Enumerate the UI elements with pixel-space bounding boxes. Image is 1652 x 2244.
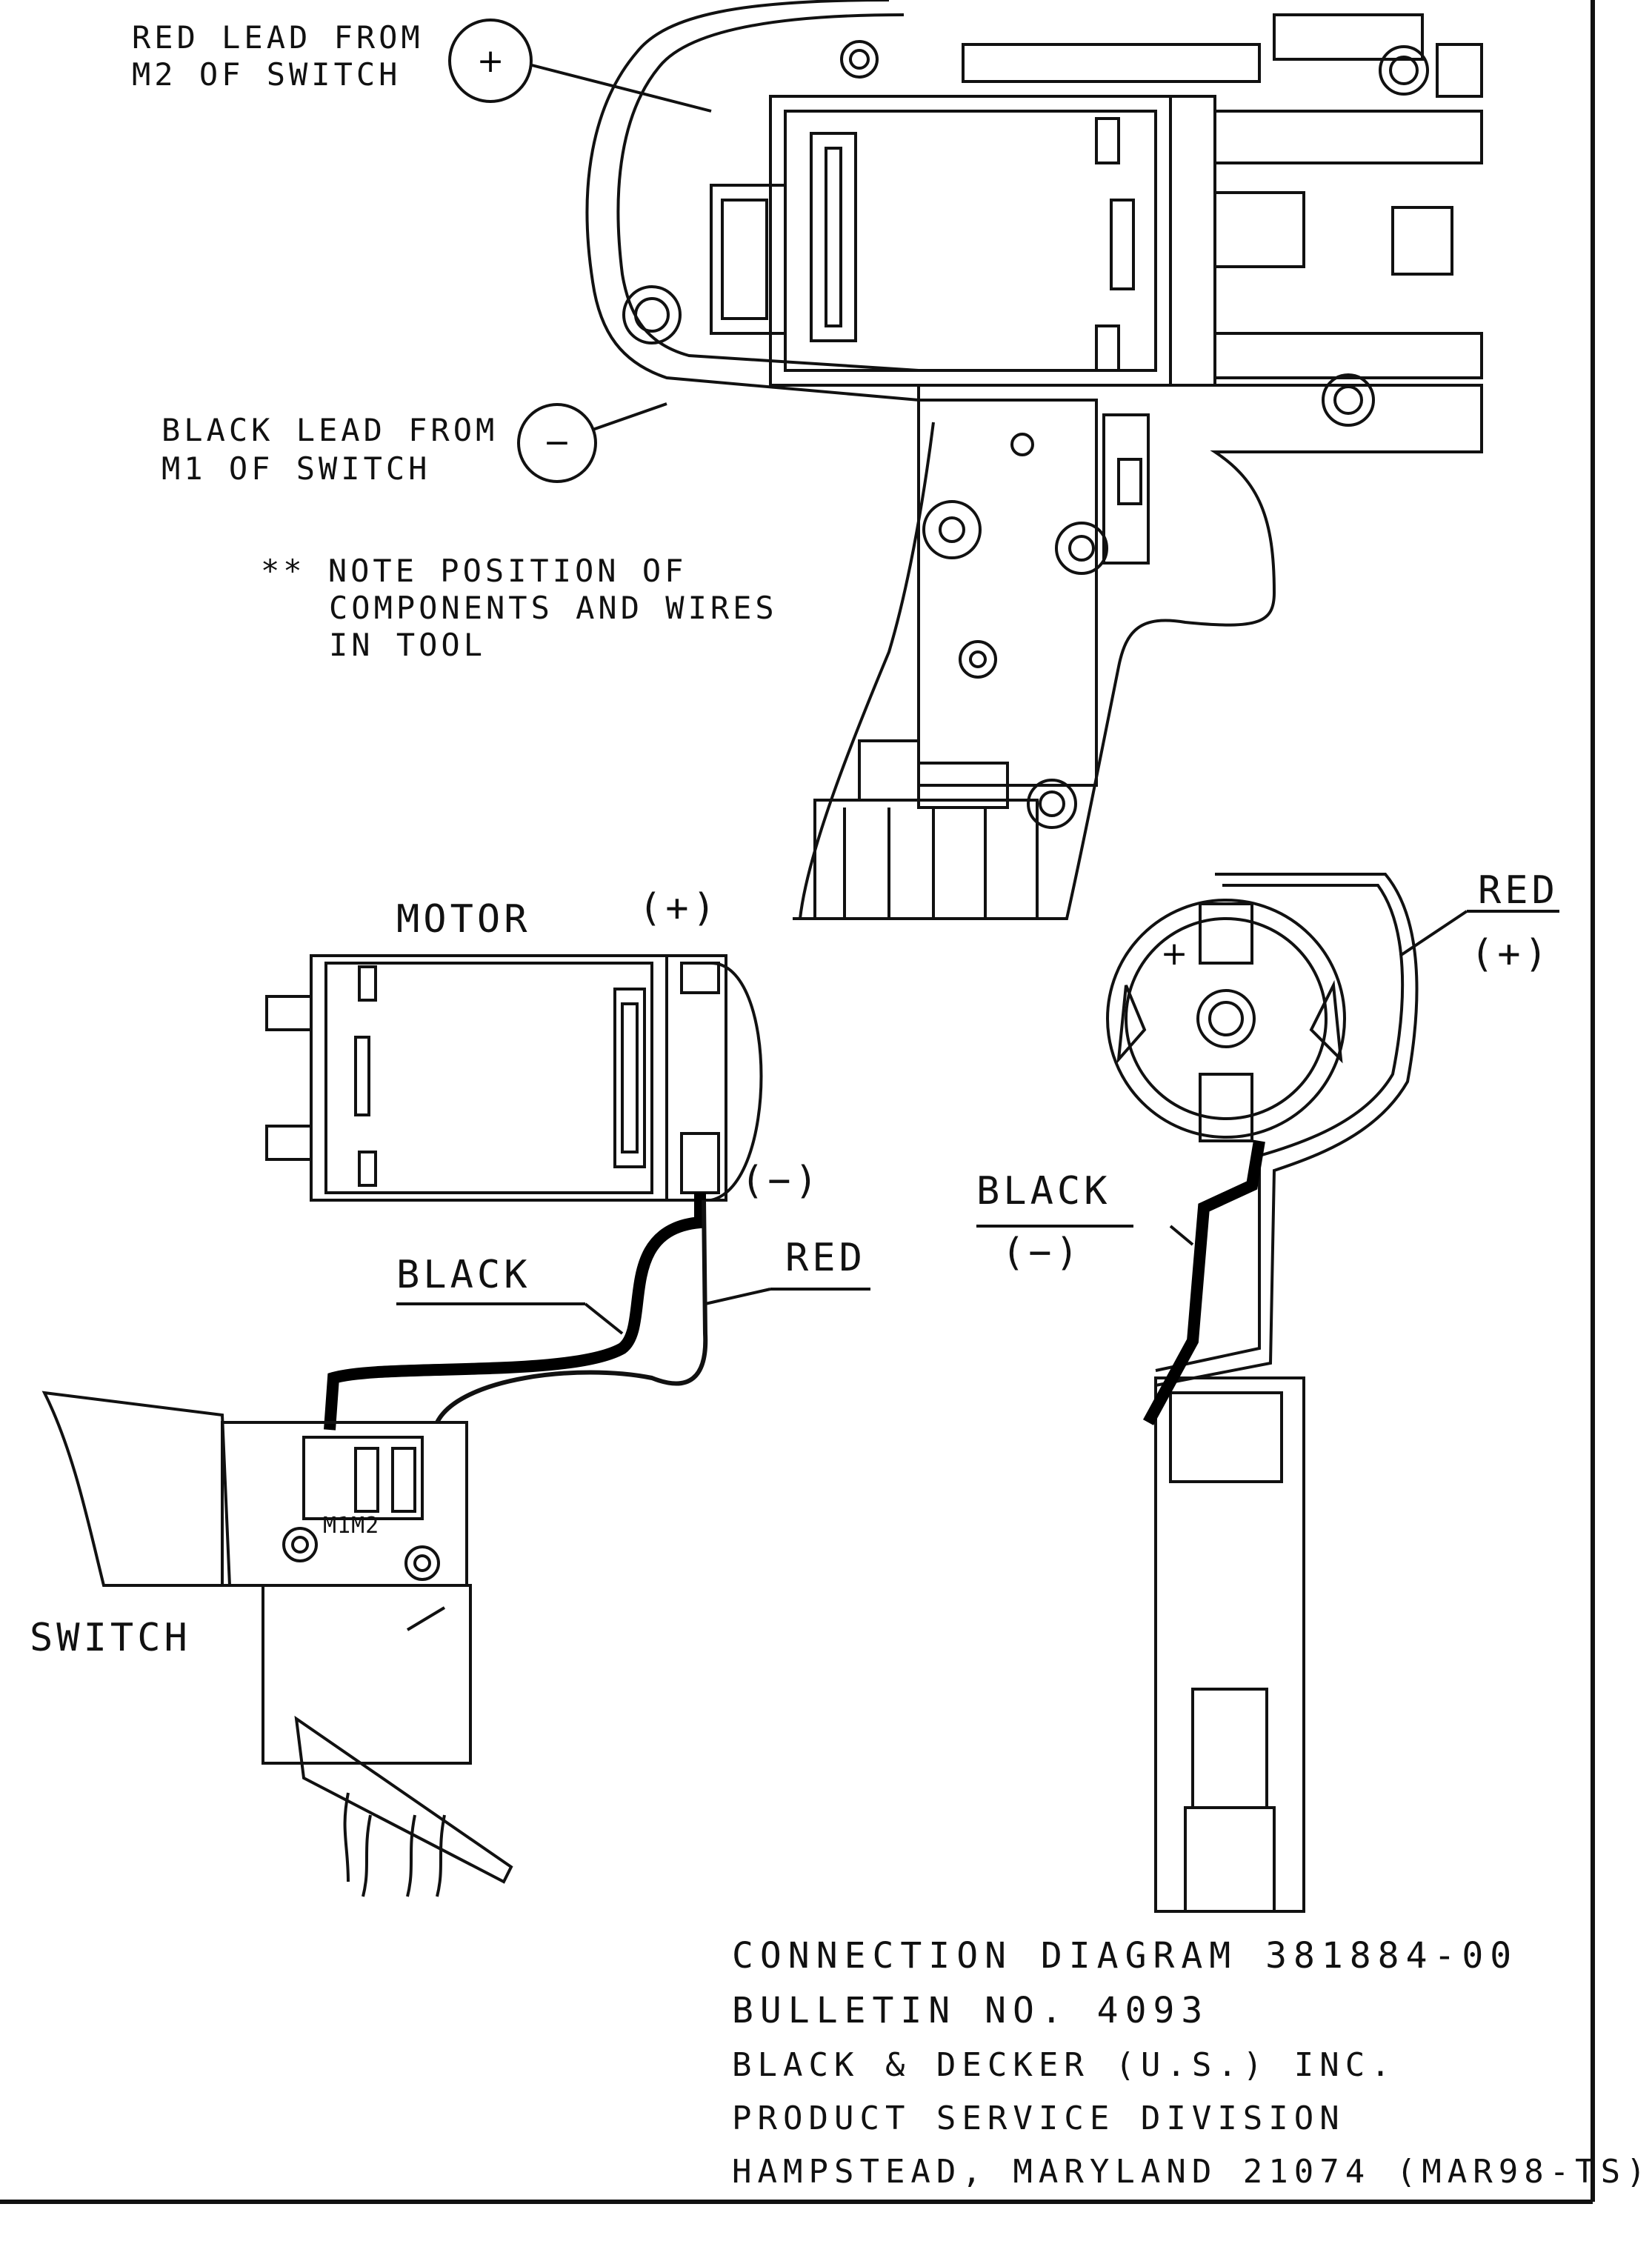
note-line-1: ** NOTE POSITION OF <box>261 553 687 589</box>
motor-plus-terminal: (+) <box>639 886 719 930</box>
title-line-5: HAMPSTEAD, MARYLAND 21074 (MAR98-TS) <box>732 2153 1652 2191</box>
red-wire <box>435 1199 708 1424</box>
red-lead-circle <box>448 19 533 103</box>
title-line-4: PRODUCT SERVICE DIVISION <box>732 2100 1345 2137</box>
black-lead-circle <box>517 403 597 483</box>
red-lead-leader <box>531 64 712 113</box>
black-wire-label: BLACK <box>396 1253 531 1297</box>
title-line-2: BULLETIN NO. 4093 <box>732 1990 1210 2031</box>
title-line-3: BLACK & DECKER (U.S.) INC. <box>732 2046 1396 2084</box>
black-lead-leader <box>592 402 667 431</box>
red-leader <box>705 1288 771 1305</box>
end-black-label: BLACK <box>976 1169 1111 1213</box>
black-leader <box>584 1302 624 1335</box>
title-line-1: CONNECTION DIAGRAM 381884-00 <box>732 1935 1519 1977</box>
motor-end-view <box>1106 873 1419 1913</box>
motor-side-view <box>265 954 763 1202</box>
red-lead-terminal-label: M2 OF SWITCH <box>132 56 402 93</box>
drill-housing <box>585 0 1483 920</box>
red-lead-plus-symbol: + <box>477 42 504 80</box>
motor-label: MOTOR <box>396 897 531 942</box>
end-red-leader <box>1399 910 1468 957</box>
motor-minus-terminal: (−) <box>741 1159 822 1203</box>
diagram-page: + − + RED LEAD FROM M2 OF SWITCH BLACK L… <box>0 0 1646 2204</box>
black-lead-label: BLACK LEAD FROM <box>161 412 499 448</box>
end-black-wire <box>1142 1139 1265 1425</box>
red-lead-label: RED LEAD FROM <box>132 19 424 56</box>
end-view-plus-mark: + <box>1161 935 1188 973</box>
note-line-2: COMPONENTS AND WIRES <box>329 590 778 626</box>
black-lead-minus-symbol: − <box>544 424 571 462</box>
m1m2-label: M1M2 <box>323 1513 380 1539</box>
black-wire <box>324 1193 706 1431</box>
end-black-sign: (−) <box>1002 1231 1082 1275</box>
end-red-label: RED <box>1478 868 1559 913</box>
black-lead-terminal-label: M1 OF SWITCH <box>161 450 431 487</box>
end-red-sign: (+) <box>1471 932 1551 976</box>
note-line-3: IN TOOL <box>329 627 487 663</box>
red-wire-label: RED <box>785 1236 866 1280</box>
switch-assembly <box>41 1391 513 1897</box>
switch-label: SWITCH <box>30 1616 191 1660</box>
wiring-drawing: + − + <box>0 0 1595 2204</box>
end-black-leader <box>1169 1225 1194 1246</box>
